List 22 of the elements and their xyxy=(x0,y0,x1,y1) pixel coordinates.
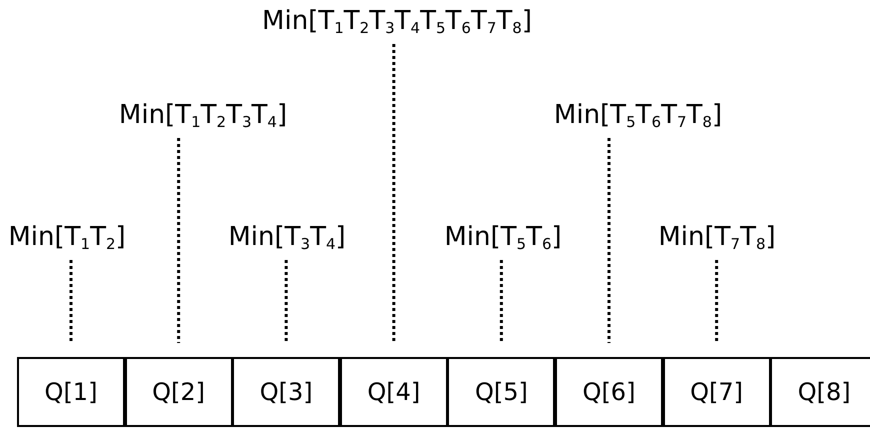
array-cell: Q[4] xyxy=(340,357,448,427)
leader-line xyxy=(715,260,718,343)
min-label: Min[T$_{5}$T$_{6}$] xyxy=(444,220,562,254)
array-cell: Q[1] xyxy=(17,357,125,427)
leader-line xyxy=(70,260,72,343)
array-cell: Q[8] xyxy=(770,357,870,427)
array-cell: Q[7] xyxy=(662,357,771,427)
min-label: Min[T$_{1}$T$_{2}$] xyxy=(8,220,126,254)
leader-line xyxy=(500,260,503,343)
array-cell: Q[2] xyxy=(124,357,233,427)
array-cell: Q[3] xyxy=(232,357,340,427)
min-label: Min[T$_{3}$T$_{4}$] xyxy=(228,220,346,254)
leader-line xyxy=(392,44,396,343)
array-cell: Q[6] xyxy=(555,357,663,427)
min-label: Min[T$_{5}$T$_{6}$T$_{7}$T$_{8}$] xyxy=(554,98,722,132)
min-label: Min[T$_{1}$T$_{2}$T$_{3}$T$_{4}$T$_{5}$T$_{6}$T$_{7}$T$_{8}$] xyxy=(262,4,532,38)
leader-line xyxy=(608,138,610,343)
min-label: Min[T$_{1}$T$_{2}$T$_{3}$T$_{4}$] xyxy=(118,98,288,132)
leader-line xyxy=(284,260,288,343)
min-label: Min[T$_{7}$T$_{8}$] xyxy=(658,220,776,254)
array-cell: Q[5] xyxy=(447,357,556,427)
leader-line xyxy=(177,138,180,343)
